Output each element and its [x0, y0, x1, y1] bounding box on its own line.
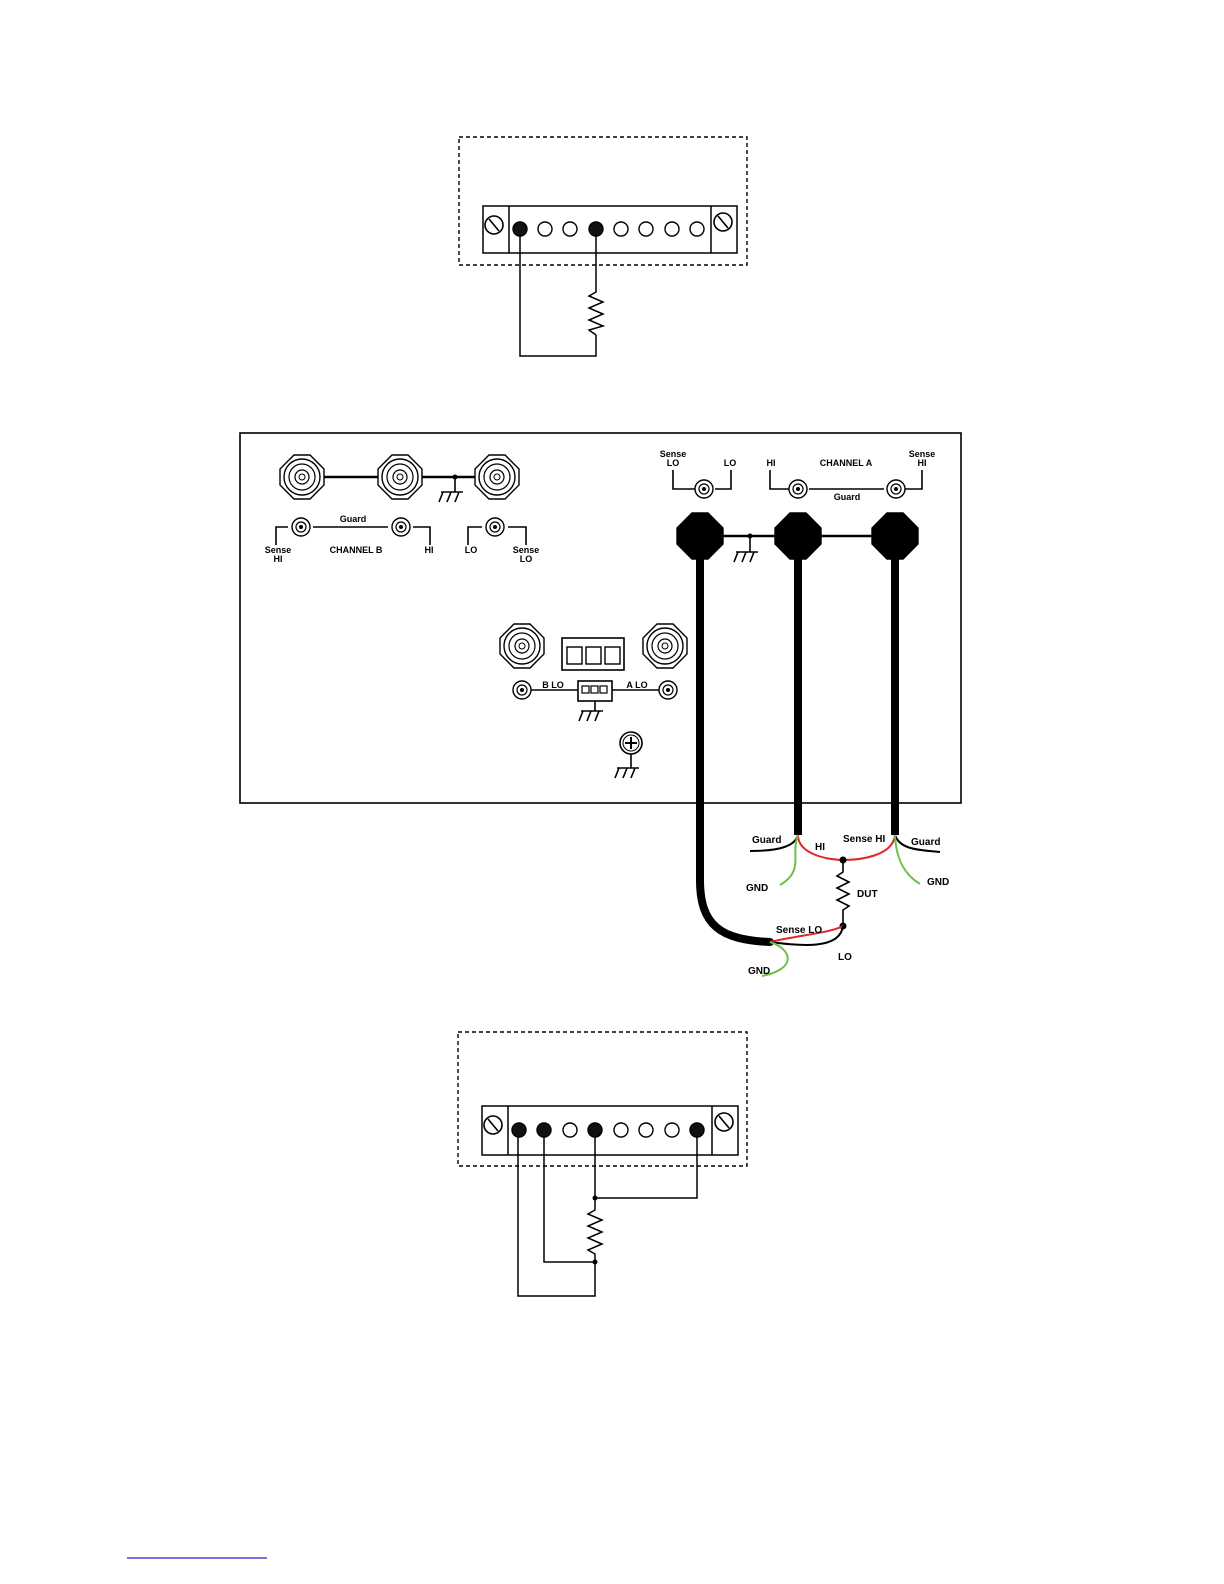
channel-b-jack-left	[292, 518, 310, 536]
channel-b-lo-label: LO	[465, 545, 478, 555]
channel-a-jack-left	[695, 480, 713, 498]
bottom-screw-left-icon	[484, 1116, 502, 1134]
gnd-right-label: GND	[927, 877, 949, 888]
top-screw-right-icon	[714, 213, 732, 231]
channel-a-jack-right	[887, 480, 905, 498]
lower-connector-left	[500, 624, 544, 668]
channel-b-hi-label: HI	[425, 545, 434, 555]
channel-b-connector-3	[475, 455, 519, 499]
channel-a-jack-mid	[789, 480, 807, 498]
channel-a-guard-label: Guard	[834, 492, 861, 502]
channel-a-title: CHANNEL A	[820, 458, 873, 468]
channel-a-lo-label: LO	[724, 458, 737, 468]
channel-b-title: CHANNEL B	[330, 545, 383, 555]
rear-panel: Guard Sense HI CHANNEL B HI LO Sense LO …	[240, 433, 961, 803]
bottom-resistor-circuit	[518, 1137, 697, 1296]
channel-b-guard-label: Guard	[340, 514, 367, 524]
bottom-terminal-diagram	[458, 1032, 747, 1296]
bottom-screw-right-icon	[715, 1113, 733, 1131]
dut-label: DUT	[857, 889, 878, 900]
lo-label: LO	[838, 952, 852, 963]
channel-b-sense-hi-label-bottom: HI	[274, 554, 283, 564]
channel-b-sense-lo-label-bottom: LO	[520, 554, 533, 564]
top-terminal-diagram	[459, 137, 747, 356]
channel-b-jack-right	[486, 518, 504, 536]
top-resistor-circuit	[520, 236, 603, 356]
b-lo-jack	[513, 681, 531, 699]
b-lo-label: B LO	[542, 680, 564, 690]
channel-b-connector-2	[378, 455, 422, 499]
channel-a-sense-lo-label-bottom: LO	[667, 458, 680, 468]
gnd-bottom-label: GND	[748, 966, 770, 977]
hi-label: HI	[815, 842, 825, 853]
gnd-left-label: GND	[746, 883, 768, 894]
lower-connector-right	[643, 624, 687, 668]
guard-left-label: Guard	[752, 835, 781, 846]
a-lo-jack	[659, 681, 677, 699]
channel-b-jack-mid	[392, 518, 410, 536]
a-lo-label: A LO	[626, 680, 647, 690]
sense-hi-label: Sense HI	[843, 834, 885, 845]
guard-right-label: Guard	[911, 837, 940, 848]
channel-b-connector-1	[280, 455, 324, 499]
three-slot-connector	[562, 638, 624, 670]
top-screw-left-icon	[485, 216, 503, 234]
channel-a-sense-hi-label-bottom: HI	[918, 458, 927, 468]
sense-lo-label: Sense LO	[776, 925, 822, 936]
channel-a-hi-label: HI	[767, 458, 776, 468]
